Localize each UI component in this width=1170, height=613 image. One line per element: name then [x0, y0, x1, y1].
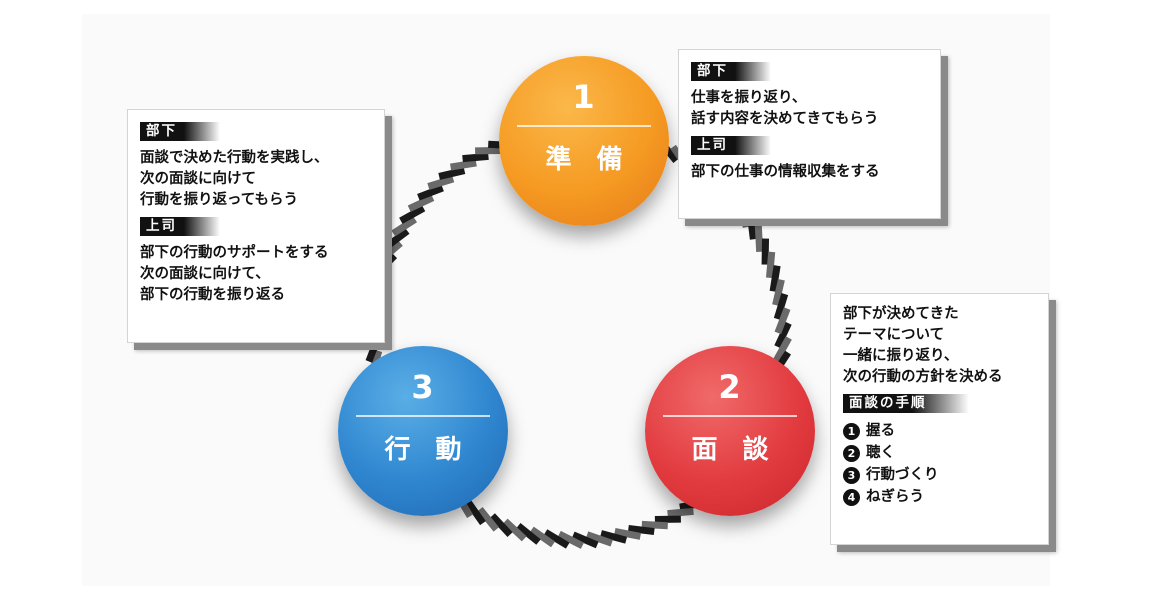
ring-segment [641, 520, 668, 530]
ring-segment [477, 506, 500, 532]
ring-segment [772, 278, 785, 306]
preparation-description-box: 部下 仕事を振り返り、 話す内容を決めてきてもらう 上司 部下の仕事の情報収集を… [678, 49, 941, 219]
ring-segment [502, 518, 527, 542]
boss-tag: 上司 [691, 136, 771, 155]
step-number-icon: 2 [843, 444, 860, 462]
step-item-label: 握る [866, 422, 895, 439]
step-item: 3 行動づくり [843, 464, 1036, 486]
ring-segment [516, 522, 541, 545]
step-number-icon: 4 [843, 488, 860, 506]
ring-segment [450, 159, 477, 171]
ring-segment [399, 205, 426, 224]
subordinate-text: 面談で決めた行動を実践し、 次の面談に向けて 行動を振り返ってもらう [140, 150, 329, 208]
step-node-interview: 2 面 談 [645, 346, 815, 516]
ring-segment [654, 515, 681, 524]
step-item: 1 握る [843, 420, 1036, 442]
boss-text: 部下の行動のサポートをする 次の面談に向けて、 部下の行動を振り返る [140, 245, 329, 303]
ring-segment [543, 529, 570, 549]
ring-segment [585, 531, 613, 547]
step-node-action: 3 行 動 [338, 346, 508, 516]
ring-segment [489, 513, 513, 537]
ring-segment [557, 530, 584, 549]
action-description-box: 部下 面談で決めた行動を実践し、 次の面談に向けて 行動を振り返ってもらう 上司… [127, 109, 385, 343]
step-number: 2 [718, 368, 742, 406]
step-label: 準 備 [545, 145, 631, 175]
divider [356, 415, 490, 417]
ring-segment [754, 225, 764, 252]
ring-segment [571, 531, 599, 549]
ring-segment [773, 336, 792, 363]
ring-segment [600, 530, 628, 544]
divider [663, 415, 797, 417]
steps-tag: 面談の手順 [843, 394, 969, 413]
ring-segment [774, 321, 792, 349]
boss-tag: 上司 [140, 217, 220, 236]
step-item-label: 聴く [866, 444, 895, 461]
ring-segment [417, 184, 444, 201]
interview-description-box: 部下が決めてきた テーマについて 一緒に振り返り、 次の行動の方針を決める 面談… [830, 293, 1049, 545]
ring-segment [407, 194, 435, 212]
divider [517, 125, 651, 127]
ring-segment [761, 238, 770, 265]
boss-text: 部下の仕事の情報収集をする [691, 164, 880, 180]
step-item: 4 ねぎらう [843, 486, 1036, 508]
step-item: 2 聴く [843, 442, 1036, 464]
step-number: 3 [411, 368, 435, 406]
ring-segment [384, 228, 410, 250]
ring-segment [769, 265, 781, 292]
ring-segment [746, 213, 757, 240]
ring-segment [667, 507, 694, 518]
step-number: 1 [572, 78, 596, 116]
interview-text: 部下が決めてきた テーマについて 一緒に振り返り、 次の行動の方針を決める [843, 306, 1003, 385]
ring-segment [438, 167, 466, 180]
ring-segment [391, 216, 418, 237]
step-item-label: ねぎらう [866, 488, 924, 505]
ring-segment [475, 146, 502, 155]
ring-segment [529, 526, 556, 548]
ring-segment [465, 499, 486, 526]
step-item-label: 行動づくり [866, 466, 939, 483]
step-node-preparation: 1 準 備 [499, 56, 669, 226]
subordinate-text: 仕事を振り返り、 話す内容を決めてきてもらう [691, 90, 879, 127]
ring-segment [614, 527, 642, 540]
ring-segment [773, 293, 789, 320]
step-label: 行 動 [384, 435, 470, 465]
subordinate-tag: 部下 [691, 62, 771, 81]
step-number-icon: 1 [843, 422, 860, 440]
ring-segment [462, 152, 489, 163]
step-number-icon: 3 [843, 466, 860, 484]
step-label: 面 談 [691, 435, 777, 465]
ring-segment [427, 175, 455, 190]
subordinate-tag: 部下 [140, 122, 220, 141]
ring-segment [774, 307, 791, 335]
